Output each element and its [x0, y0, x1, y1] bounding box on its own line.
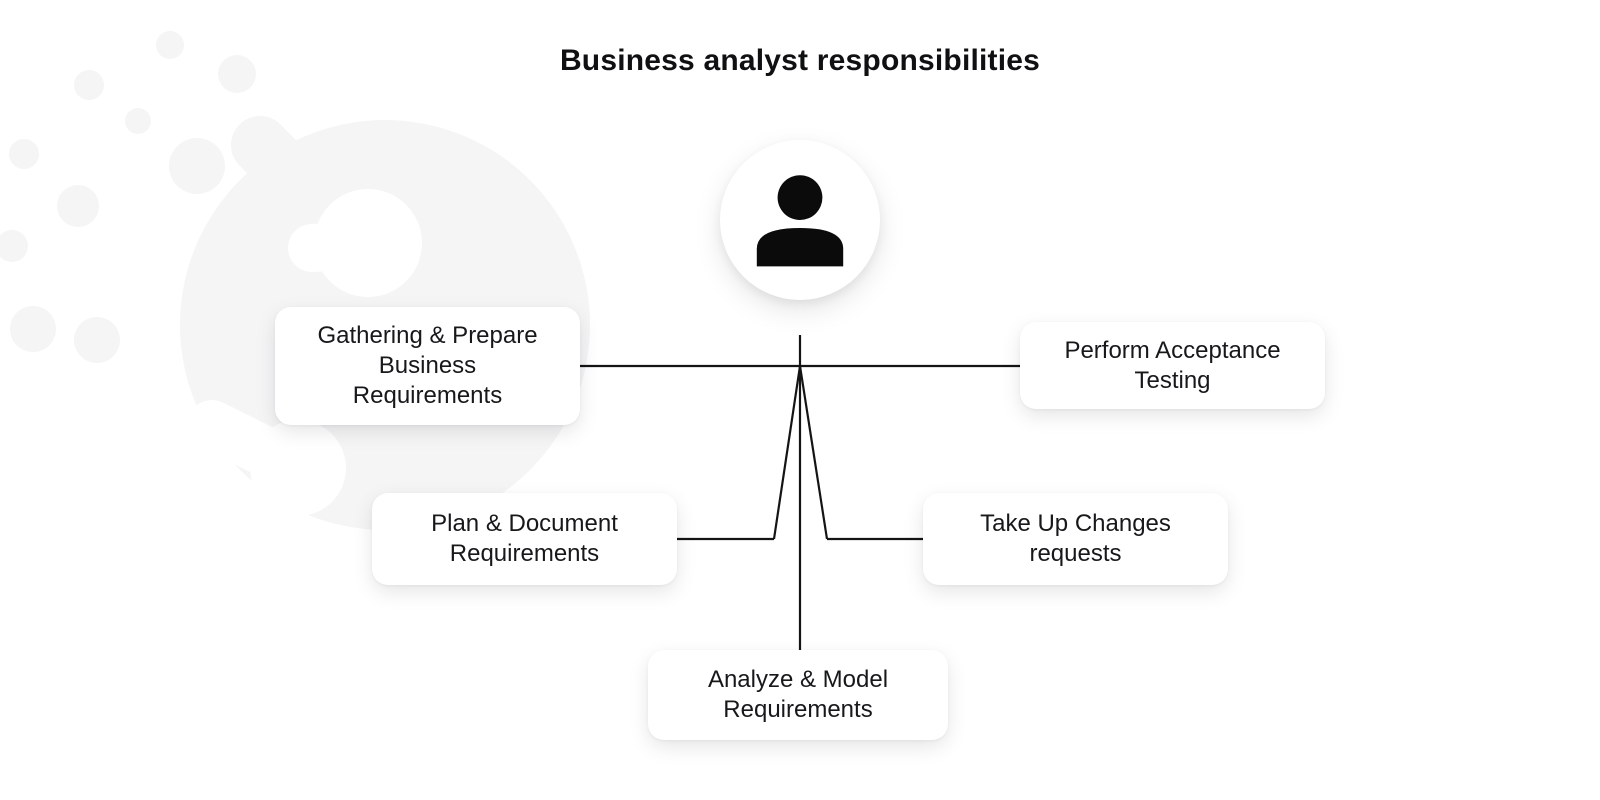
node-take-up-changes-requests: Take Up Changes requests: [923, 493, 1228, 585]
node-plan-document-requirements: Plan & Document Requirements: [372, 493, 677, 585]
person-icon: [720, 140, 880, 300]
node-perform-acceptance-testing: Perform Acceptance Testing: [1020, 322, 1325, 409]
page-title: Business analyst responsibilities: [559, 44, 1041, 77]
person-node: [720, 140, 880, 300]
node-gathering-prepare-business-requirements: Gathering & Prepare Business Requirement…: [275, 307, 580, 425]
node-analyze-model-requirements: Analyze & Model Requirements: [648, 650, 948, 740]
